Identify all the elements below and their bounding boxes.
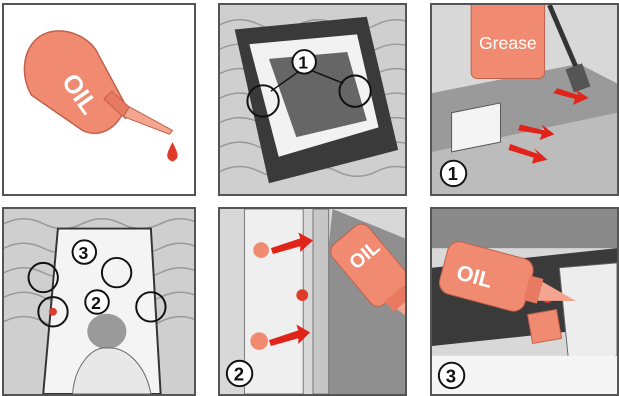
callout-circle-icon	[135, 291, 167, 323]
svg-text:2: 2	[234, 363, 244, 384]
badge-3: 3	[71, 239, 98, 265]
svg-text:1: 1	[448, 163, 458, 184]
callout-circle-icon	[100, 256, 133, 289]
grease-illustration: Grease 1	[432, 5, 617, 194]
badge-2: 2	[84, 289, 110, 315]
person-illustration: 3 2	[4, 218, 194, 394]
oil-bottle-icon: OIL	[438, 241, 576, 312]
svg-text:2: 2	[91, 293, 101, 313]
panel-oil-hinge-side: OIL 2	[218, 207, 407, 396]
callout-circle-icon	[338, 74, 372, 108]
badge-2: 2	[225, 359, 254, 388]
arrow-icon	[268, 232, 313, 347]
oil-hinge-illustration: OIL 2	[225, 209, 405, 394]
callout-circle-icon	[246, 84, 280, 118]
oil-bottle-icon: OIL	[330, 223, 405, 326]
grease-can-label: Grease	[479, 33, 537, 53]
oil-bracket-illustration: OIL 3	[432, 209, 617, 394]
panel-grease-hinge: Grease 1	[430, 3, 619, 196]
callout-circle-icon	[27, 261, 59, 294]
oil-bottle-icon: OIL	[23, 30, 174, 135]
panel-oil-bracket: OIL 3	[430, 207, 619, 396]
panel-oil-bottle: OIL	[2, 3, 196, 196]
grease-can-icon	[470, 5, 546, 79]
person	[72, 347, 152, 394]
panel-window-overview: 1	[218, 3, 407, 196]
callout-circle-icon	[37, 296, 69, 328]
svg-text:3: 3	[446, 365, 456, 386]
oil-drop-icon	[167, 142, 178, 162]
arrow-icon	[508, 88, 589, 164]
oil-drop-icon	[296, 289, 309, 302]
badge-3: 3	[437, 361, 466, 390]
svg-text:3: 3	[78, 243, 88, 263]
panel-person-window: 3 2	[2, 207, 196, 396]
window-illustration: 1	[220, 16, 405, 184]
oil-bottle-illustration: OIL	[23, 30, 178, 162]
badge-1: 1	[439, 159, 468, 188]
badge-1: 1	[291, 49, 317, 75]
svg-text:1: 1	[298, 53, 308, 73]
